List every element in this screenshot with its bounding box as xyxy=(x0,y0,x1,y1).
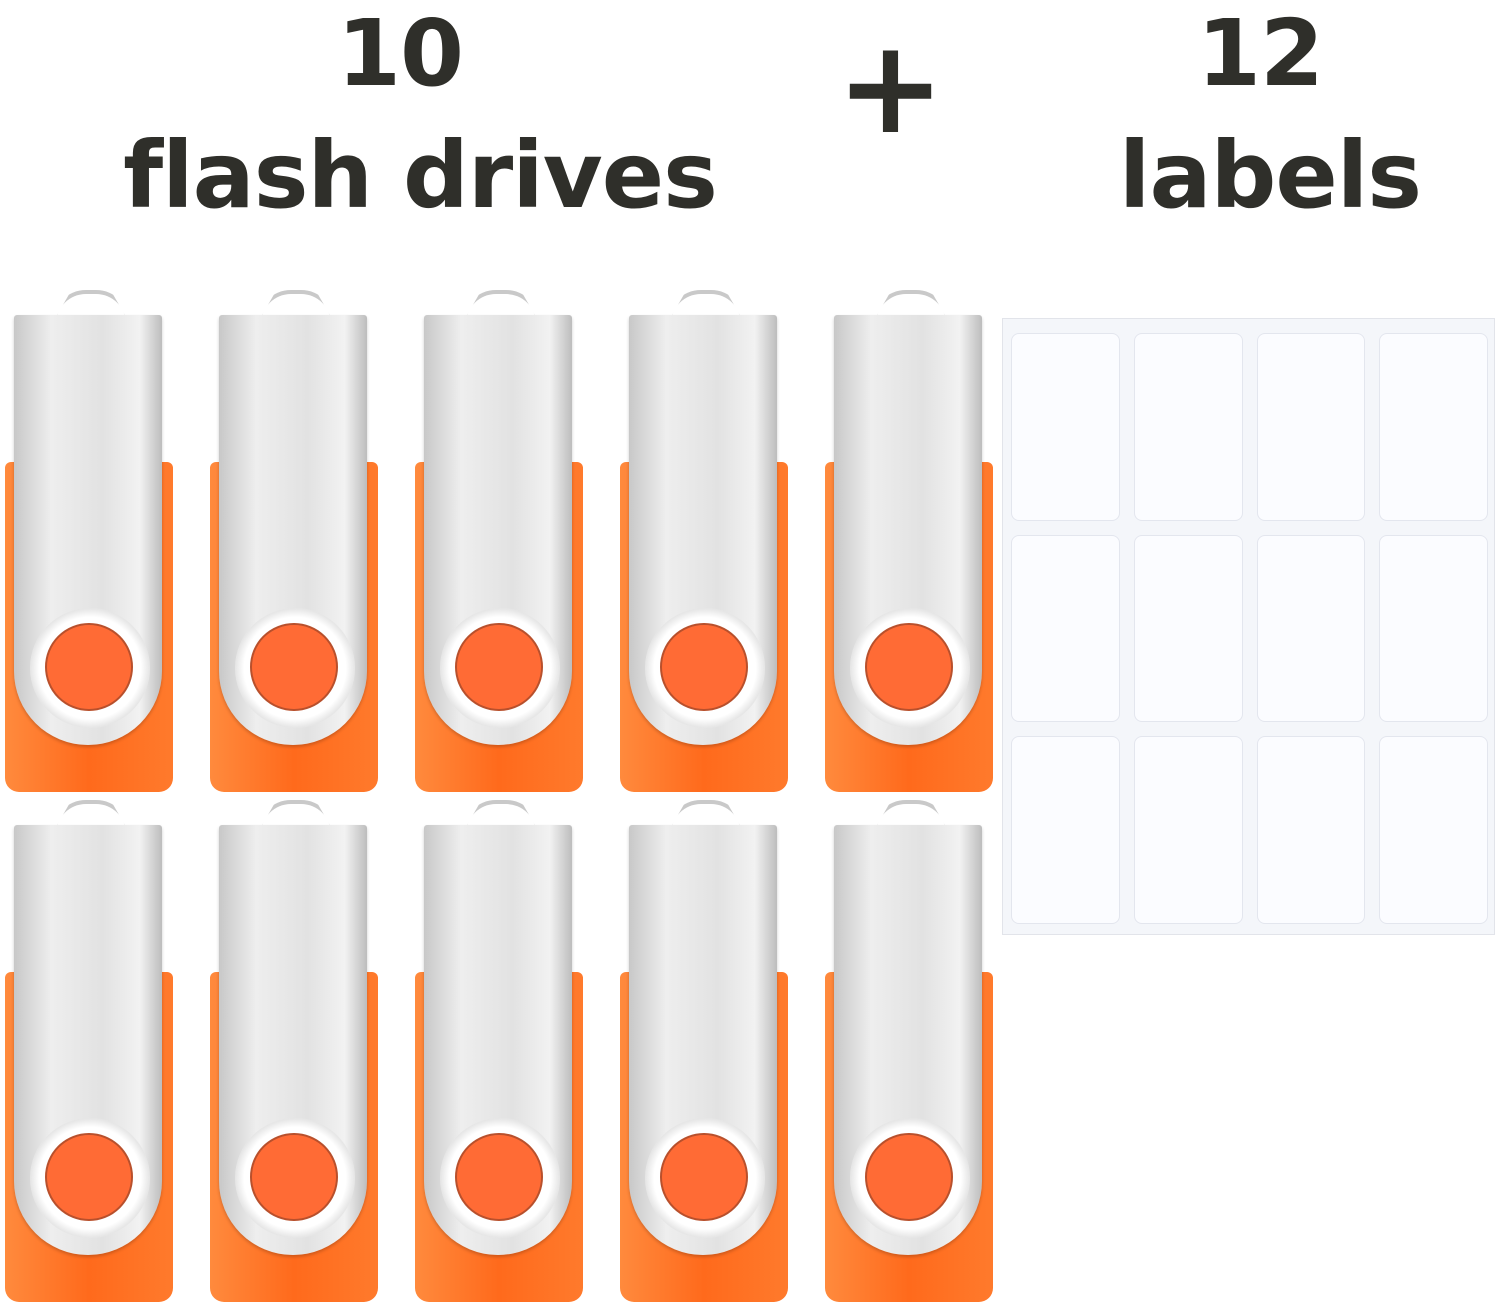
usb-flash-drive xyxy=(207,290,387,795)
usb-flash-drive xyxy=(822,800,1002,1305)
labels-label: labels xyxy=(1118,122,1422,229)
blank-label xyxy=(1256,534,1366,723)
pivot-button xyxy=(250,623,338,711)
blank-label xyxy=(1256,736,1366,924)
usb-flash-drive xyxy=(412,290,592,795)
usb-flash-drive xyxy=(617,800,797,1305)
plus-sign: + xyxy=(836,11,945,163)
label-sheet xyxy=(1002,318,1495,935)
blank-label xyxy=(1011,534,1120,723)
flash-drive-label: flash drives xyxy=(123,122,718,229)
label-count: 12 xyxy=(1196,0,1324,107)
blank-label xyxy=(1133,736,1243,924)
usb-flash-drive xyxy=(822,290,1002,795)
pivot-button xyxy=(45,1133,133,1221)
usb-flash-drive xyxy=(2,290,182,795)
pivot-button xyxy=(45,623,133,711)
usb-flash-drive xyxy=(2,800,182,1305)
blank-label xyxy=(1379,333,1488,521)
blank-label xyxy=(1133,333,1243,521)
pivot-button xyxy=(865,623,953,711)
blank-label xyxy=(1256,333,1366,521)
pivot-button xyxy=(455,623,543,711)
blank-label xyxy=(1011,736,1120,924)
usb-flash-drive xyxy=(412,800,592,1305)
flash-drive-count: 10 xyxy=(336,0,464,107)
pivot-button xyxy=(660,623,748,711)
pivot-button xyxy=(660,1133,748,1221)
usb-flash-drive xyxy=(617,290,797,795)
blank-label xyxy=(1379,736,1488,924)
pivot-button xyxy=(865,1133,953,1221)
usb-flash-drive xyxy=(207,800,387,1305)
pivot-button xyxy=(455,1133,543,1221)
blank-label xyxy=(1011,333,1120,521)
blank-label xyxy=(1379,534,1488,723)
pivot-button xyxy=(250,1133,338,1221)
blank-label xyxy=(1133,534,1243,723)
